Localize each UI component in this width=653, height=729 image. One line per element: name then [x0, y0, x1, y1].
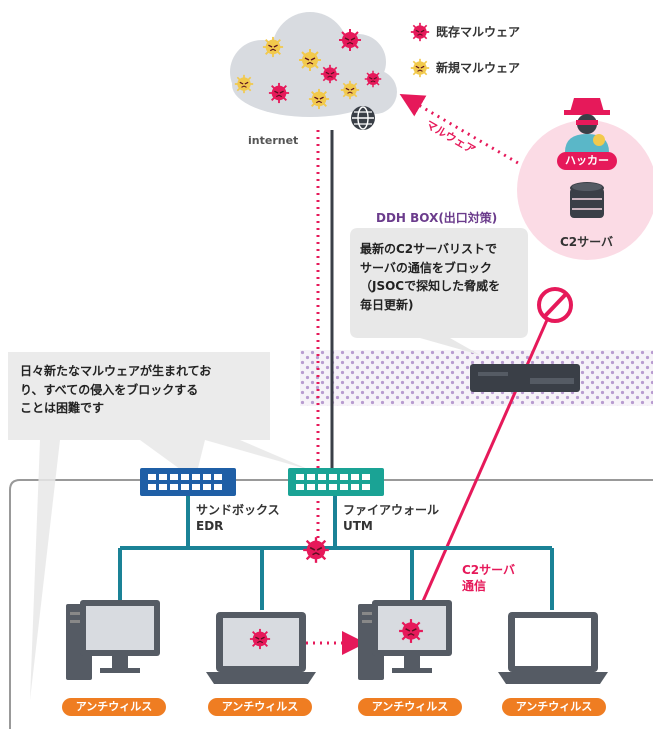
internal-network-border — [9, 479, 653, 729]
c2-comm-label-1: C2サーバ — [462, 563, 516, 577]
entering-malware-icon — [302, 536, 330, 564]
antivirus-badge-4: アンチウィルス — [502, 698, 606, 716]
sandbox-device — [140, 468, 236, 496]
left-bubble-line-1: 日々新たなマルウェアが生まれてお — [20, 364, 212, 378]
internet-label: internet — [248, 134, 299, 147]
edr-label: EDR — [196, 519, 224, 534]
malware-arrow — [399, 93, 531, 172]
antivirus-badge-1: アンチウィルス — [62, 698, 166, 716]
c2-server-label: C2サーバ — [560, 235, 614, 249]
sandbox-label: サンドボックス — [196, 503, 280, 517]
utm-label: UTM — [343, 519, 373, 534]
antivirus-badge-2: アンチウィルス — [208, 698, 312, 716]
ddh-line-4: 毎日更新) — [360, 297, 414, 312]
laptop-4 — [498, 612, 608, 684]
ddh-box-device — [470, 364, 580, 392]
ddh-title: DDH BOX(出口対策) — [376, 211, 498, 225]
sandbox-labels: サンドボックス EDR — [196, 502, 280, 534]
firewall-labels: ファイアウォール UTM — [343, 502, 439, 534]
infected-pc-malware-icon — [398, 618, 424, 644]
left-bubble-text: 日々新たなマルウェアが生まれてお り、すべての侵入をブロックする ことは困難です — [20, 362, 211, 418]
hacker-badge: ハッカー — [557, 152, 617, 170]
desktop-pc-1 — [66, 600, 160, 680]
legend-known-label: 既存マルウェア — [436, 25, 521, 39]
legend-new-malware-icon — [410, 58, 430, 78]
legend-known-malware-icon — [410, 22, 430, 42]
lan-lines — [118, 496, 554, 610]
left-bubble — [8, 352, 310, 700]
c2-comm-label-2: 通信 — [462, 579, 487, 594]
ddh-description: 最新のC2サーバリストで サーバの通信をブロック （JSOCで探知した脅威を 毎… — [360, 240, 500, 314]
left-bubble-line-3: ことは困難です — [20, 401, 105, 416]
database-icon — [570, 182, 604, 218]
ddh-line-2: サーバの通信をブロック — [360, 260, 492, 275]
block-icon — [537, 287, 573, 323]
c2-comm-labels: C2サーバ 通信 — [462, 562, 515, 594]
left-bubble-line-2: り、すべての侵入をブロックする — [20, 382, 199, 397]
firewall-device — [288, 468, 384, 496]
hacker-icon — [564, 98, 610, 152]
firewall-label: ファイアウォール — [343, 503, 440, 517]
ddh-line-3: （JSOCで探知した脅威を — [360, 279, 501, 294]
legend-new-label: 新規マルウェア — [436, 61, 521, 75]
c2-communication-line — [418, 294, 560, 609]
laptop-malware-icon — [249, 628, 271, 650]
ddh-description-bubble — [350, 228, 528, 355]
laptop-2 — [206, 612, 316, 684]
antivirus-badge-3: アンチウィルス — [358, 698, 462, 716]
globe-icon — [351, 106, 375, 130]
ddh-line-1: 最新のC2サーバリストで — [360, 242, 498, 256]
desktop-pc-3 — [358, 600, 452, 680]
